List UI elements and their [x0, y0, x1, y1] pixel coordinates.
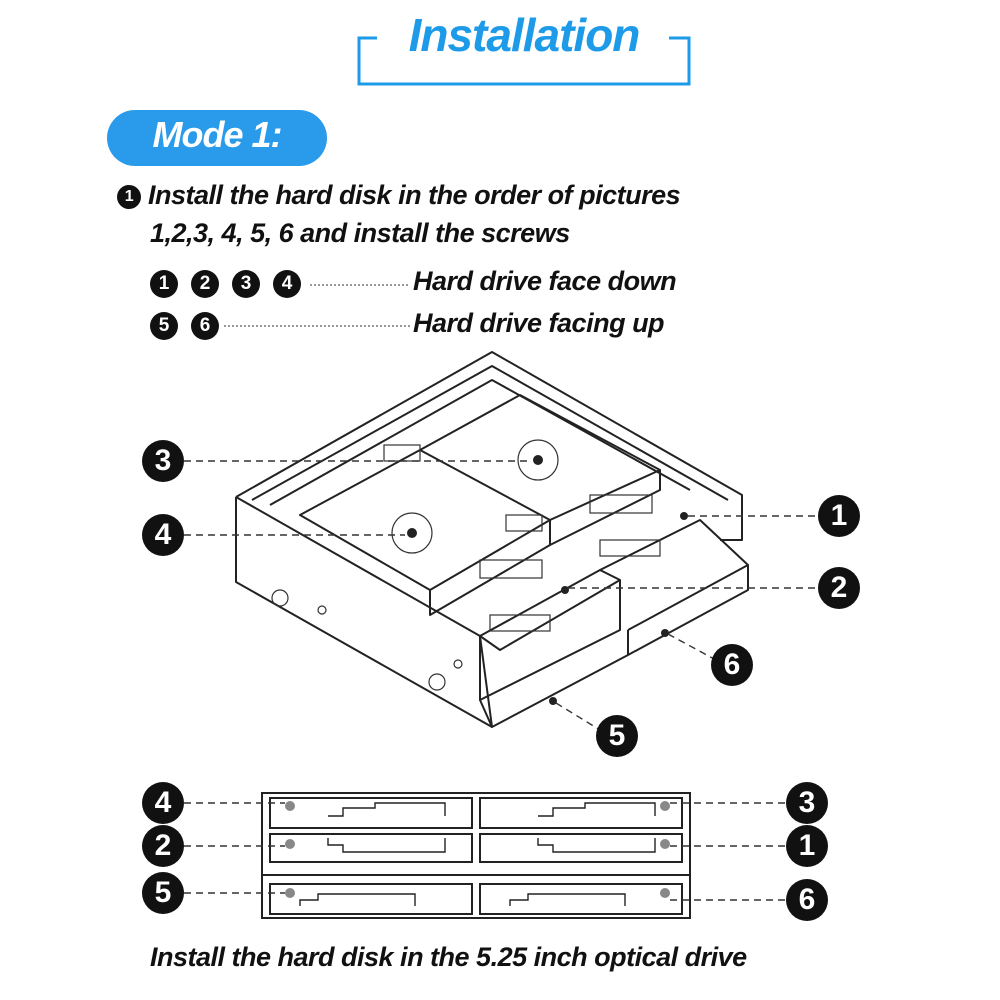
callout-front: 5 — [142, 872, 184, 914]
callout-front: 3 — [786, 782, 828, 824]
callout-3d: 6 — [711, 644, 753, 686]
callout-front: 2 — [142, 825, 184, 867]
legend-face-up-numbers: 5 6 — [150, 312, 219, 340]
callout-3d: 4 — [142, 514, 184, 556]
callout-3d: 2 — [818, 567, 860, 609]
callout-3d: 5 — [596, 715, 638, 757]
callout-3d: 3 — [142, 440, 184, 482]
legend-face-down-label: Hard drive face down — [413, 266, 677, 296]
callout-front: 1 — [786, 825, 828, 867]
legend-face-down-numbers: 1 2 3 4 — [150, 270, 301, 298]
title-frame — [357, 36, 691, 86]
page-title: Installation — [408, 9, 641, 61]
legend-face-up-label: Hard drive facing up — [413, 308, 665, 338]
legend-leader-line — [310, 284, 410, 286]
step-1-line-1: 1 Install the hard disk in the order of … — [117, 180, 681, 211]
legend-number: 6 — [191, 312, 219, 340]
legend-number: 5 — [150, 312, 178, 340]
legend-number: 4 — [273, 270, 301, 298]
step-bullet: 1 — [117, 185, 141, 209]
legend-number: 2 — [191, 270, 219, 298]
step-text-2: 1,2,3, 4, 5, 6 and install the screws — [150, 218, 570, 248]
bottom-caption: Install the hard disk in the 5.25 inch o… — [150, 942, 747, 972]
legend-number: 1 — [150, 270, 178, 298]
mode-label: Mode 1: — [152, 114, 282, 155]
callout-front: 4 — [142, 782, 184, 824]
legend-number: 3 — [232, 270, 260, 298]
mode-badge — [107, 110, 327, 166]
step-text-1: Install the hard disk in the order of pi… — [148, 180, 681, 210]
legend-leader-line — [224, 325, 410, 327]
callout-front: 6 — [786, 879, 828, 921]
callout-3d: 1 — [818, 495, 860, 537]
